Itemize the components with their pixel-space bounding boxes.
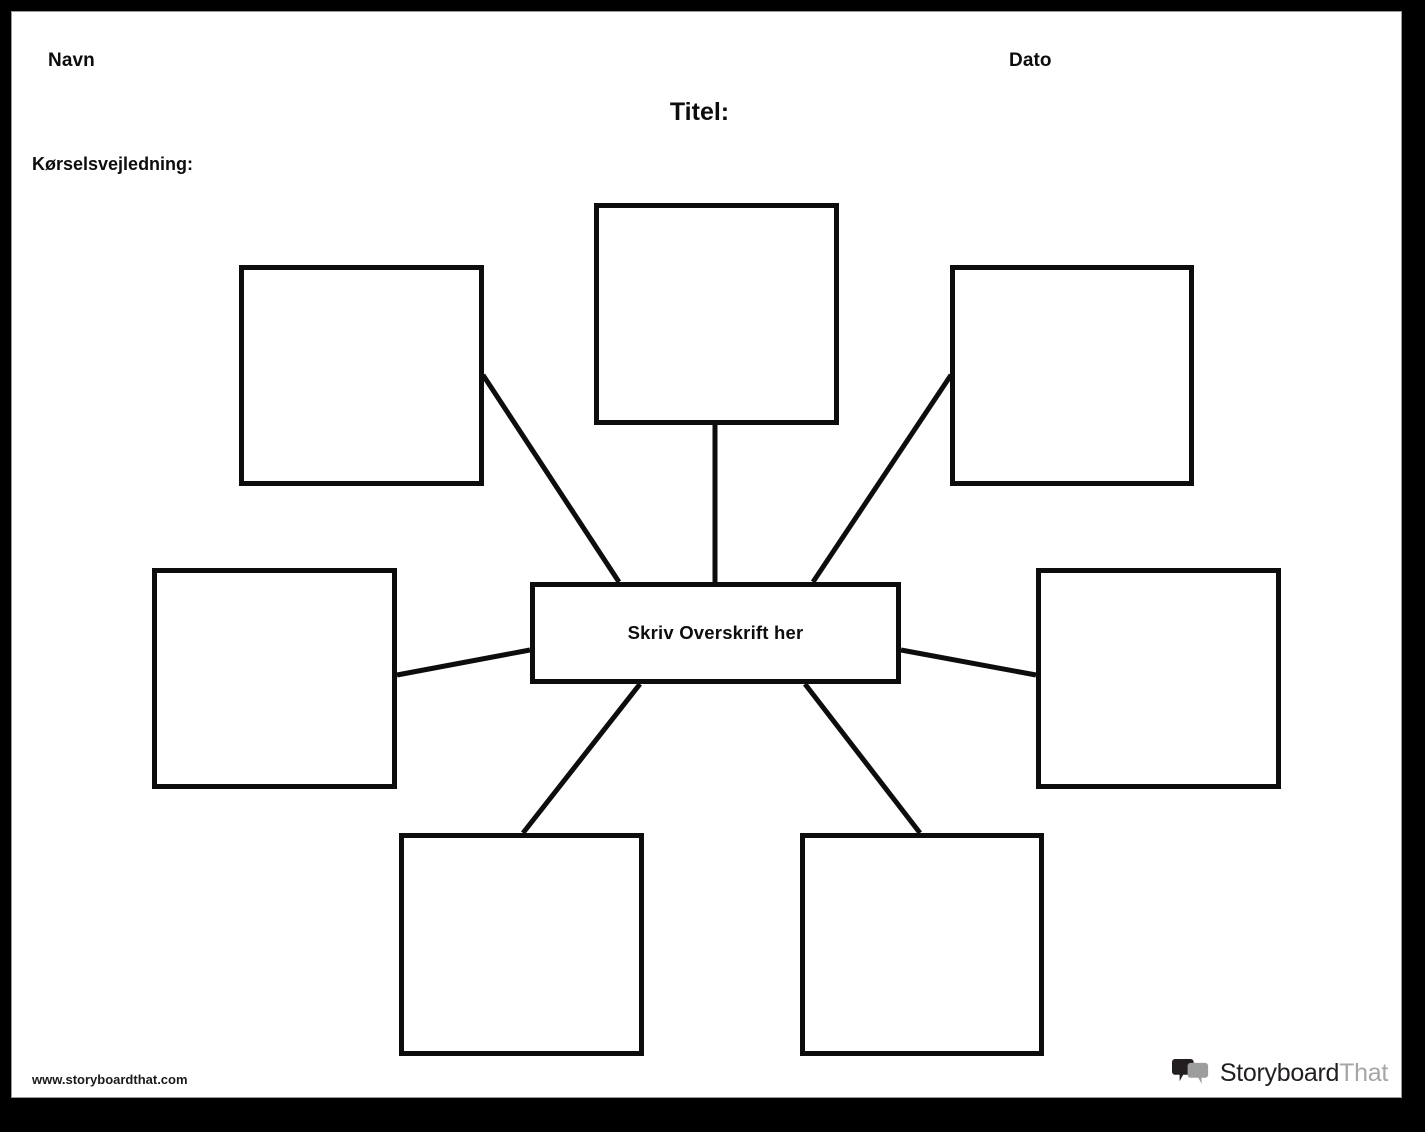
connector-mid-right bbox=[900, 647, 1037, 678]
directions-label: Kørselsvejledning: bbox=[32, 154, 194, 174]
spider-node-top-left[interactable] bbox=[239, 265, 484, 486]
spider-node-bottom-left[interactable] bbox=[399, 833, 644, 1056]
spider-map-diagram: Skriv Overskrift her bbox=[12, 12, 1401, 1097]
name-label: Navn bbox=[48, 50, 95, 71]
connector-top-right bbox=[810, 373, 954, 584]
spider-node-top-center[interactable] bbox=[594, 203, 839, 425]
speech-bubbles-icon bbox=[1171, 1059, 1208, 1084]
connector-bottom-right bbox=[803, 682, 922, 835]
brand-name-primary: Storyboard bbox=[1219, 1058, 1340, 1087]
spider-node-mid-left[interactable] bbox=[152, 568, 397, 789]
spider-node-center[interactable]: Skriv Overskrift her bbox=[530, 582, 901, 684]
storyboardthat-logo[interactable]: Storyboard That bbox=[1171, 1058, 1388, 1088]
connector-lines bbox=[396, 373, 1037, 835]
page-title-text: Titel: bbox=[669, 98, 730, 126]
page-title: Titel: bbox=[12, 98, 1401, 127]
spider-node-bottom-right[interactable] bbox=[800, 833, 1044, 1056]
connector-bottom-left bbox=[521, 682, 642, 835]
spider-node-mid-right[interactable] bbox=[1036, 568, 1281, 789]
date-label: Dato bbox=[1009, 50, 1052, 71]
connector-mid-left bbox=[396, 647, 531, 678]
worksheet-page: Navn Dato Titel: Kørselsvejledning: bbox=[11, 11, 1402, 1098]
connector-top-left bbox=[480, 373, 622, 584]
spider-node-center-label: Skriv Overskrift her bbox=[627, 622, 804, 643]
site-url[interactable]: www.storyboardthat.com bbox=[32, 1072, 188, 1087]
brand-name-secondary: That bbox=[1339, 1058, 1388, 1087]
spider-node-top-right[interactable] bbox=[950, 265, 1194, 486]
